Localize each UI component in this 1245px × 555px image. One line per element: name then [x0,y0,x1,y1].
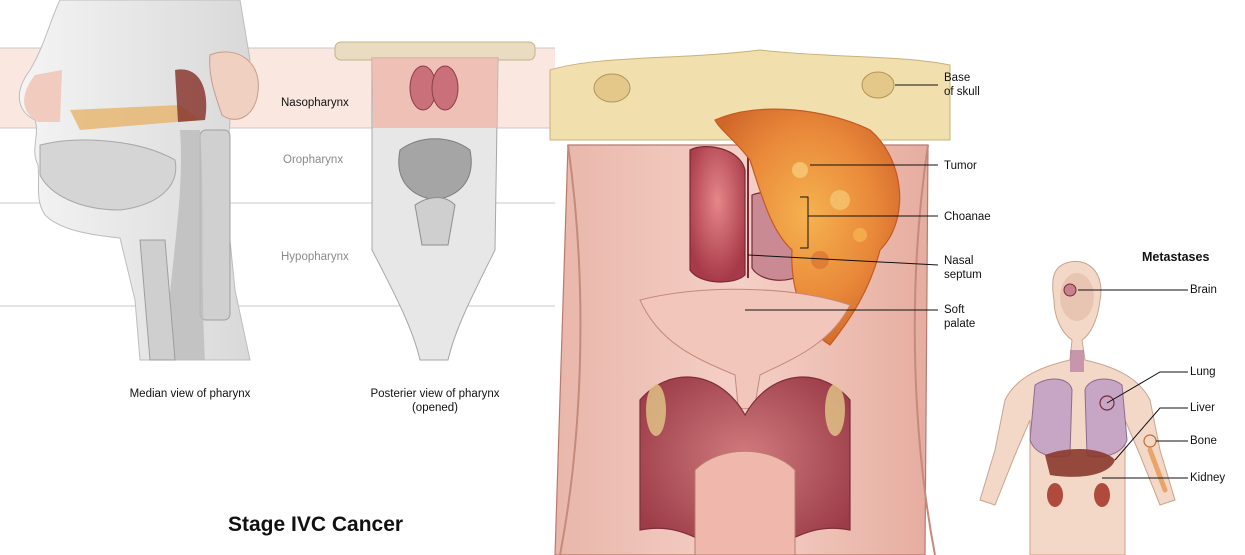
kidney-left [1047,483,1063,507]
label-bone: Bone [1190,434,1217,448]
label-nasal-septum: Nasal septum [944,254,982,282]
choana-right-small [432,66,458,110]
enlarged-view [550,50,950,555]
kidney-right [1094,483,1110,507]
skull [1060,273,1094,321]
label-tumor: Tumor [944,159,977,173]
lung-right [1085,379,1127,457]
caption-posterior-view: Posterier view of pharynx (opened) [355,387,515,415]
label-soft-palate: Soft palate [944,303,975,331]
brain-lesion [1064,284,1076,296]
cervical-spine [200,130,230,320]
skull-base-small [335,42,535,60]
label-liver: Liver [1190,401,1215,415]
label-kidney: Kidney [1190,471,1225,485]
label-base-of-skull: Base of skull [944,71,980,99]
choana-left [690,147,745,282]
label-choanae: Choanae [944,210,991,224]
label-nasopharynx: Nasopharynx [281,96,349,110]
stage-title: Stage IVC Cancer [228,513,403,537]
label-oropharynx: Oropharynx [283,153,343,167]
caption-median-view: Median view of pharynx [110,387,270,401]
label-lung: Lung [1190,365,1216,379]
metastases-title: Metastases [1142,250,1209,264]
body-figure [980,261,1175,555]
label-hypopharynx: Hypopharynx [281,250,349,264]
label-brain: Brain [1190,283,1217,297]
lung-left [1030,379,1072,457]
